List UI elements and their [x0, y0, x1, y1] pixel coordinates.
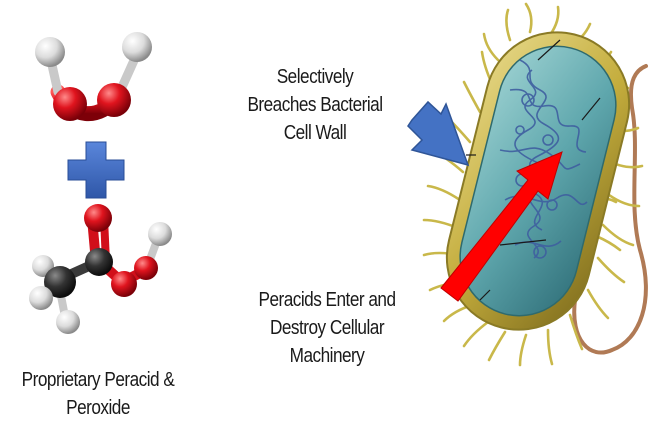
breach-wall-label: Selectively Breaches Bacterial Cell Wall [229, 63, 401, 147]
peracid-enter-label-line: Machinery [237, 342, 418, 370]
hydrogen-atom [29, 286, 53, 310]
oxygen-atom [111, 271, 137, 297]
peracid-enter-label-line: Peracids Enter and [237, 286, 418, 314]
hydrogen-atom [56, 310, 80, 334]
molecule-caption: Proprietary Peracid & Peroxide [14, 366, 183, 422]
arrow-icon [408, 102, 468, 165]
breach-wall-label-line: Selectively [229, 63, 401, 91]
molecule-caption-line: Peroxide [14, 394, 183, 422]
carbon-atom [85, 248, 113, 276]
peracid-enter-label: Peracids Enter and Destroy Cellular Mach… [237, 286, 418, 370]
plus-icon [68, 142, 124, 198]
breach-wall-label-line: Cell Wall [229, 119, 401, 147]
molecule-caption-line: Proprietary Peracid & [14, 366, 183, 394]
oxygen-atom [53, 87, 87, 121]
hydrogen-atom [35, 37, 65, 67]
peracetic-acid-molecule [29, 204, 172, 334]
oxygen-atom [97, 83, 131, 117]
peracid-enter-label-line: Destroy Cellular [237, 314, 418, 342]
oxygen-atom [84, 204, 112, 232]
oxygen-atom [134, 256, 158, 280]
hydrogen-peroxide-molecule [35, 32, 152, 121]
hydrogen-atom [122, 32, 152, 62]
hydrogen-atom [148, 222, 172, 246]
breach-wall-label-line: Breaches Bacterial [229, 91, 401, 119]
